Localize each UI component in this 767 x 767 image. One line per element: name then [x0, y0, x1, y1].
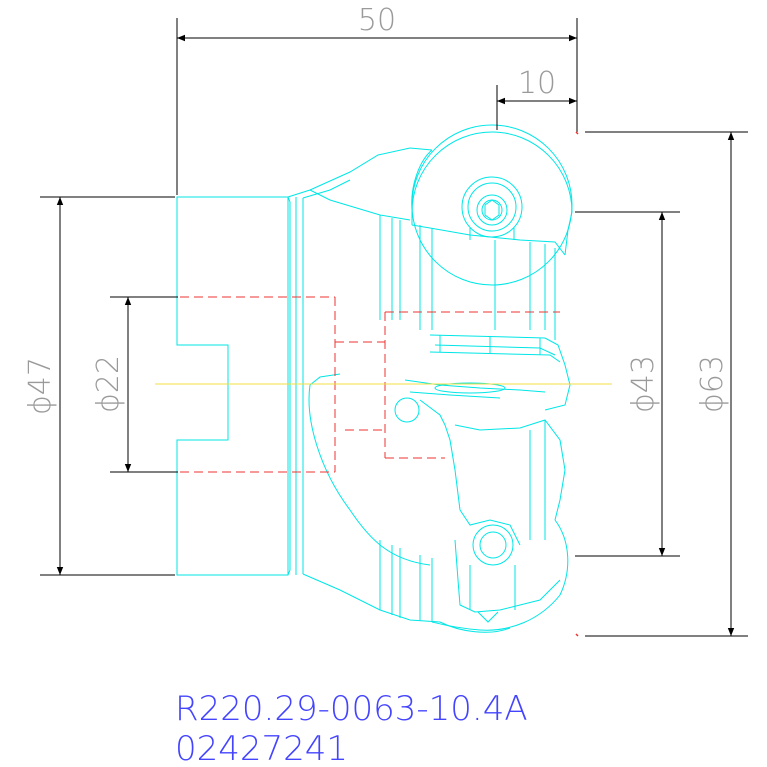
dim-label-phi22: ϕ22 — [91, 355, 126, 413]
cutter-outline — [176, 124, 573, 633]
dim-label-phi63: ϕ63 — [695, 355, 730, 413]
dim-label-50: 50 — [358, 3, 396, 38]
dim-label-10: 10 — [518, 66, 556, 101]
dim-label-phi43: ϕ43 — [626, 355, 661, 413]
dimension-lines — [40, 18, 748, 637]
part-code: R220.29-0063-10.4A — [175, 689, 528, 729]
part-number: 02427241 — [175, 729, 348, 767]
dim-label-phi47: ϕ47 — [23, 357, 58, 415]
red-tick-marks — [575, 131, 579, 637]
